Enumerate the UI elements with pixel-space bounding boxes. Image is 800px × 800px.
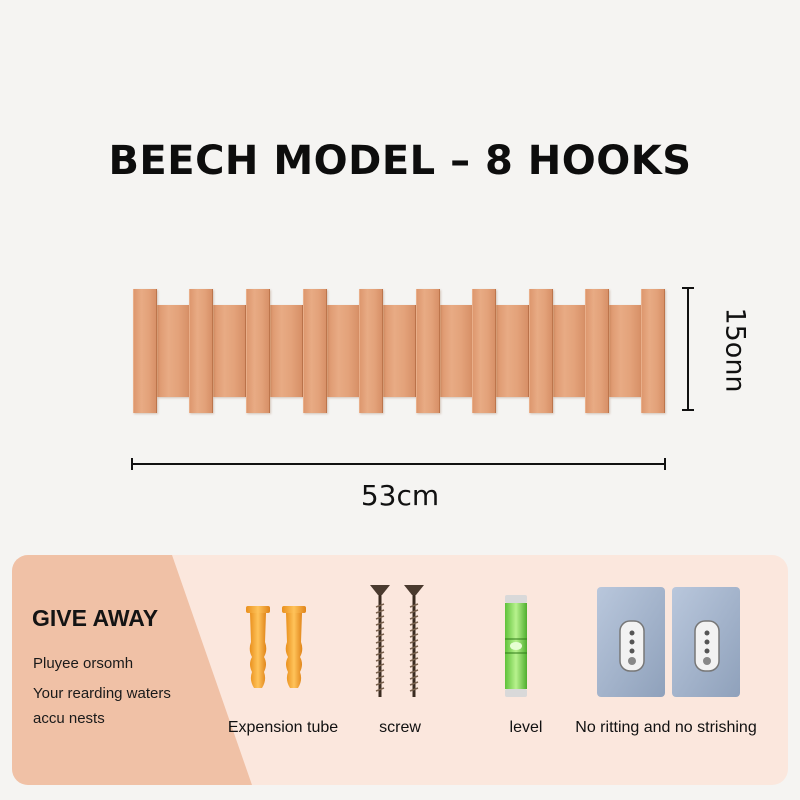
rack-short-slat (440, 305, 473, 397)
rack-short-slat (496, 305, 529, 397)
rack-hook-slat (133, 289, 157, 413)
rack-hook-slat (641, 289, 665, 413)
rack-short-slat (609, 305, 642, 397)
screw-icon (368, 583, 428, 712)
giveaway-panel: GIVE AWAY Pluyee orsomh Your rearding wa… (12, 555, 788, 785)
rack-hook-slat (189, 289, 213, 413)
item-label-adhesive-hook: No ritting and no strishing (575, 719, 757, 736)
rack-short-slat (327, 305, 360, 397)
width-dimension-line (133, 463, 666, 465)
rack-hook-slat (246, 289, 270, 413)
rack-short-slat (553, 305, 586, 397)
rack-hook-slat (472, 289, 496, 413)
expansion-tube-icon (244, 602, 310, 699)
rack-hook-slat (359, 289, 383, 413)
level-icon (501, 593, 531, 706)
rack-short-slat (157, 305, 190, 397)
width-dimension-label: 53cm (360, 479, 440, 512)
giveaway-line-2: Your rearding waters (33, 685, 171, 702)
page-title: BEECH MODEL – 8 HOOKS (108, 138, 692, 184)
rack-hook-slat (585, 289, 609, 413)
item-label-level: level (509, 719, 543, 736)
giveaway-heading: GIVE AWAY (32, 605, 159, 631)
width-dimension-cap-right (664, 458, 666, 470)
height-dimension-cap-top (682, 287, 694, 289)
giveaway-line-1: Pluyee orsomh (33, 655, 134, 672)
coat-rack-image (133, 289, 666, 413)
height-dimension-line (687, 287, 689, 411)
rack-hook-slat (529, 289, 553, 413)
item-label-screw: screw (379, 719, 421, 736)
rack-short-slat (270, 305, 303, 397)
rack-short-slat (383, 305, 416, 397)
height-dimension-cap-bottom (682, 409, 694, 411)
height-dimension-label: 15onn (719, 307, 751, 393)
rack-short-slat (213, 305, 246, 397)
rack-hook-slat (303, 289, 327, 413)
giveaway-line-3: accu nests (33, 710, 105, 727)
item-label-expansion-tube: Expension tube (227, 719, 339, 736)
rack-hook-slat (416, 289, 440, 413)
width-dimension-cap-left (131, 458, 133, 470)
adhesive-hook-icon (596, 585, 742, 708)
